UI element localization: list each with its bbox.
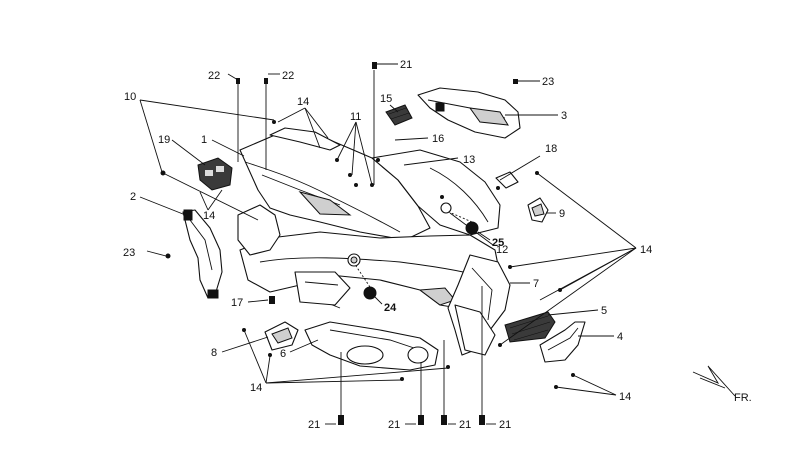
callout-18: 18 <box>545 143 557 155</box>
mesh-grill-part-5 <box>504 311 556 343</box>
callout-15: 15 <box>380 93 392 105</box>
bracket-part-9 <box>527 197 549 223</box>
left-side-bracket-part-2 <box>182 209 223 299</box>
callout-7: 7 <box>533 278 539 290</box>
callout-21-bottom-4: 21 <box>499 419 511 431</box>
callout-10: 10 <box>124 91 136 103</box>
callout-22-left: 22 <box>208 70 220 82</box>
callout-14-lower-left: 14 <box>250 382 262 394</box>
module-part-19 <box>197 157 233 191</box>
callout-17: 17 <box>231 297 243 309</box>
leader-lines <box>139 63 637 425</box>
front-direction-label: FR. <box>734 392 752 404</box>
callout-21-bottom-3: 21 <box>459 419 471 431</box>
callout-22-right: 22 <box>282 70 294 82</box>
callout-23-top: 23 <box>542 76 554 88</box>
callout-6: 6 <box>280 348 286 360</box>
callout-1: 1 <box>201 134 207 146</box>
callout-16: 16 <box>432 133 444 145</box>
callout-21-bottom-1: 21 <box>308 419 320 431</box>
callout-23-left: 23 <box>123 247 135 259</box>
lower-trim-cover-part-6 <box>304 321 439 371</box>
vent-part-15 <box>385 104 413 126</box>
left-inner-panel <box>237 204 281 256</box>
callout-11: 11 <box>350 111 361 123</box>
callout-21-top: 21 <box>400 59 412 71</box>
callout-14-right: 14 <box>640 244 652 256</box>
callout-4: 4 <box>617 331 623 343</box>
callout-19: 19 <box>158 134 170 146</box>
callout-14-left: 14 <box>203 210 215 222</box>
callout-labels: 22 22 21 23 3 15 14 11 16 13 10 19 1 18 … <box>123 59 752 431</box>
callout-25: 25 <box>492 237 504 249</box>
callout-3: 3 <box>561 110 567 122</box>
callout-14-upper: 14 <box>297 96 309 108</box>
upper-right-cover-part-3 <box>417 87 521 139</box>
callout-12: 12 <box>496 244 508 256</box>
callout-9: 9 <box>559 208 565 220</box>
front-direction-arrow <box>692 365 736 397</box>
callout-13: 13 <box>463 154 475 166</box>
callout-5: 5 <box>601 305 607 317</box>
front-upper-cover-part-1 <box>239 127 501 241</box>
fastener-dots <box>160 62 575 425</box>
callout-8: 8 <box>211 347 217 359</box>
trim-bracket-part-4 <box>539 321 586 363</box>
lower-front-fairing <box>239 231 501 311</box>
bracket-part-18 <box>495 171 519 189</box>
small-cover-part-8 <box>264 321 299 351</box>
callout-24: 24 <box>384 302 397 314</box>
callout-21-bottom-2: 21 <box>388 419 400 431</box>
right-side-panel <box>447 254 511 356</box>
round-plugs <box>347 202 479 300</box>
callout-14-lower-right: 14 <box>619 391 631 403</box>
callout-2: 2 <box>130 191 136 203</box>
